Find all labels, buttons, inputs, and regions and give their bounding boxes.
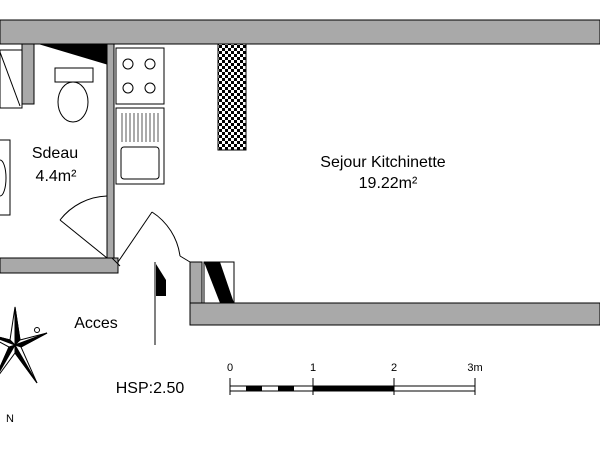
scale-tick-3: 3m [467,362,482,374]
kitchen-sink-icon [115,107,165,185]
closet [203,261,235,304]
top-wall [0,19,600,45]
bathroom-door [59,195,121,267]
washbasin-icon [0,139,11,216]
bathroom-right-wall [106,43,115,265]
inner-wall-left [21,43,35,105]
room-name-sdeau: Sdeau [32,145,78,162]
bathroom-bottom-wall [0,257,119,274]
shower [0,49,23,109]
checkered-column [217,43,247,151]
toilet-icon [54,67,94,123]
scale-tick-2: 2 [391,362,397,374]
room-name-sejour: Sejour Kitchinette [320,154,446,171]
scale-tick-1: 1 [310,362,316,374]
compass-north-label: N [6,413,14,425]
scale-tick-0: 0 [227,362,233,374]
entry-door [117,211,191,263]
bottom-wall [189,302,600,326]
acces-label: Acces [74,315,118,332]
room-area-sdeau: 4.4m² [36,168,78,185]
compass-icon [0,306,48,384]
hsp-label: HSP:2.50 [116,380,185,397]
walls [0,19,600,326]
scale-bar [229,378,476,395]
entry-marker [154,262,166,345]
cooktop-icon [115,47,165,105]
room-area-sejour: 19.22m² [359,175,418,192]
